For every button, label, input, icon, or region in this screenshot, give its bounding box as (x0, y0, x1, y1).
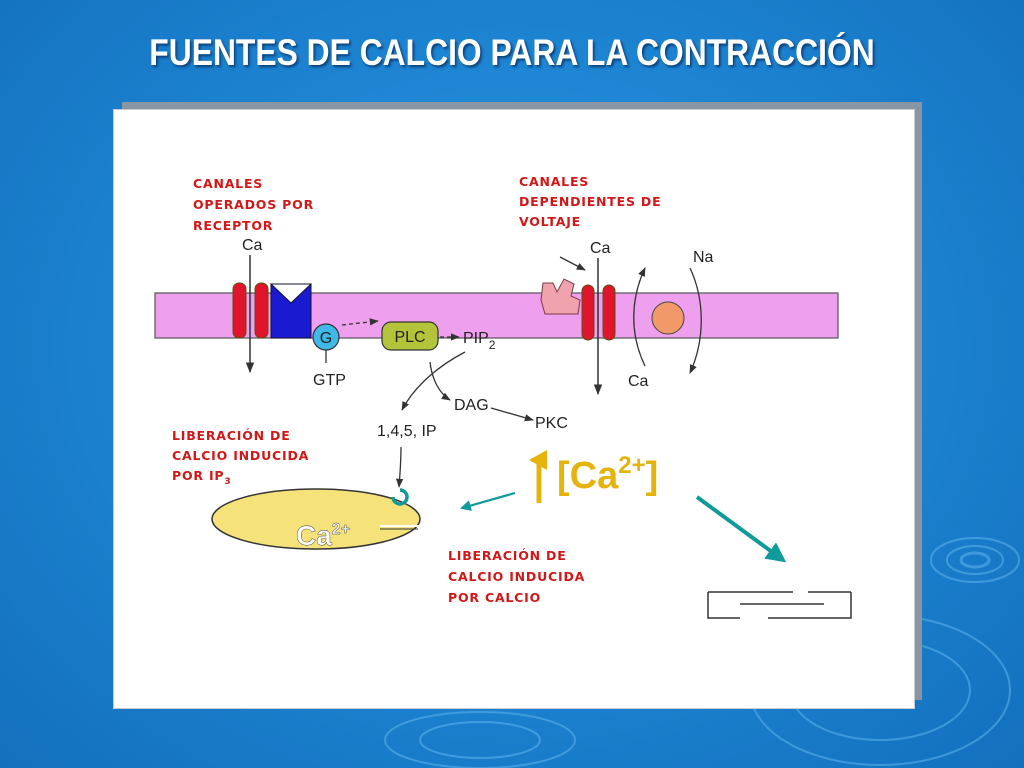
voltage-sensor (540, 278, 581, 315)
svg-text:CANALES: CANALES (193, 176, 263, 191)
g-to-plc-arrow (341, 318, 379, 326)
plc-label: PLC (394, 329, 425, 346)
vdc-label: CANALES DEPENDIENTES DE VOLTAJE (519, 174, 661, 229)
page-title: FUENTES DE CALCIO PARA LA CONTRACCIÓN (149, 32, 875, 73)
diagram-panel (114, 110, 914, 708)
voltage-sensor-arrow (559, 256, 586, 271)
sarcoplasmic-reticulum (211, 488, 421, 550)
cicr-arrow (459, 491, 516, 511)
na-influx-arrow (689, 267, 702, 374)
na-ca-exchanger (651, 301, 685, 335)
svg-text:POR CALCIO: POR CALCIO (448, 590, 541, 605)
ca-concentration-label: [Ca2+] (557, 452, 658, 497)
roc-label: CANALES OPERADOS POR RECEPTOR (193, 176, 314, 233)
contractile-filaments (707, 591, 852, 619)
svg-text:LIBERACIÓN DE: LIBERACIÓN DE (172, 428, 291, 443)
iicr-label: LIBERACIÓN DE CALCIO INDUCIDA POR IP3 (172, 428, 309, 487)
svg-text:OPERADOS POR: OPERADOS POR (193, 197, 314, 212)
gtp-label: GTP (313, 372, 346, 389)
pip2-to-dag-arrow (429, 361, 451, 401)
svg-text:CANALES: CANALES (519, 174, 589, 189)
receptor (269, 283, 313, 339)
ca-efflux-arrow (633, 267, 646, 367)
ca-label-left: Ca (242, 237, 263, 254)
svg-text:RECEPTOR: RECEPTOR (193, 218, 273, 233)
svg-text:CALCIO INDUCIDA: CALCIO INDUCIDA (172, 448, 309, 463)
pip2-to-ip3-arrow (401, 351, 466, 411)
svg-text:VOLTAJE: VOLTAJE (519, 214, 581, 229)
dag-label: DAG (454, 397, 489, 414)
ip3-to-sr-arrow (395, 446, 404, 488)
pkc-label: PKC (535, 415, 568, 432)
ca-label-vdc: Ca (590, 240, 611, 257)
ryanodine-receptor-icon (391, 488, 409, 506)
svg-text:LIBERACIÓN DE: LIBERACIÓN DE (448, 548, 567, 563)
na-label: Na (693, 249, 714, 266)
ca-release-label: Ca2+ (296, 520, 350, 551)
voltage-dependent-channel (581, 284, 616, 341)
dag-to-pkc-arrow (490, 407, 534, 422)
plc-enzyme (381, 321, 439, 351)
pip2-label: PIP2 (463, 330, 496, 352)
ip3-label: 1,4,5, IP (377, 423, 437, 440)
ca-label-exchanger: Ca (628, 373, 649, 390)
cicr-label: LIBERACIÓN DE CALCIO INDUCIDA POR CALCIO (448, 548, 585, 605)
svg-text:CALCIO INDUCIDA: CALCIO INDUCIDA (448, 569, 585, 584)
svg-text:POR IP3: POR IP3 (172, 468, 231, 487)
g-protein-label: G (320, 330, 332, 347)
cell-membrane (154, 292, 839, 339)
svg-text:DEPENDIENTES DE: DEPENDIENTES DE (519, 194, 661, 209)
contraction-arrow (695, 495, 787, 563)
receptor-operated-channel (232, 282, 269, 339)
